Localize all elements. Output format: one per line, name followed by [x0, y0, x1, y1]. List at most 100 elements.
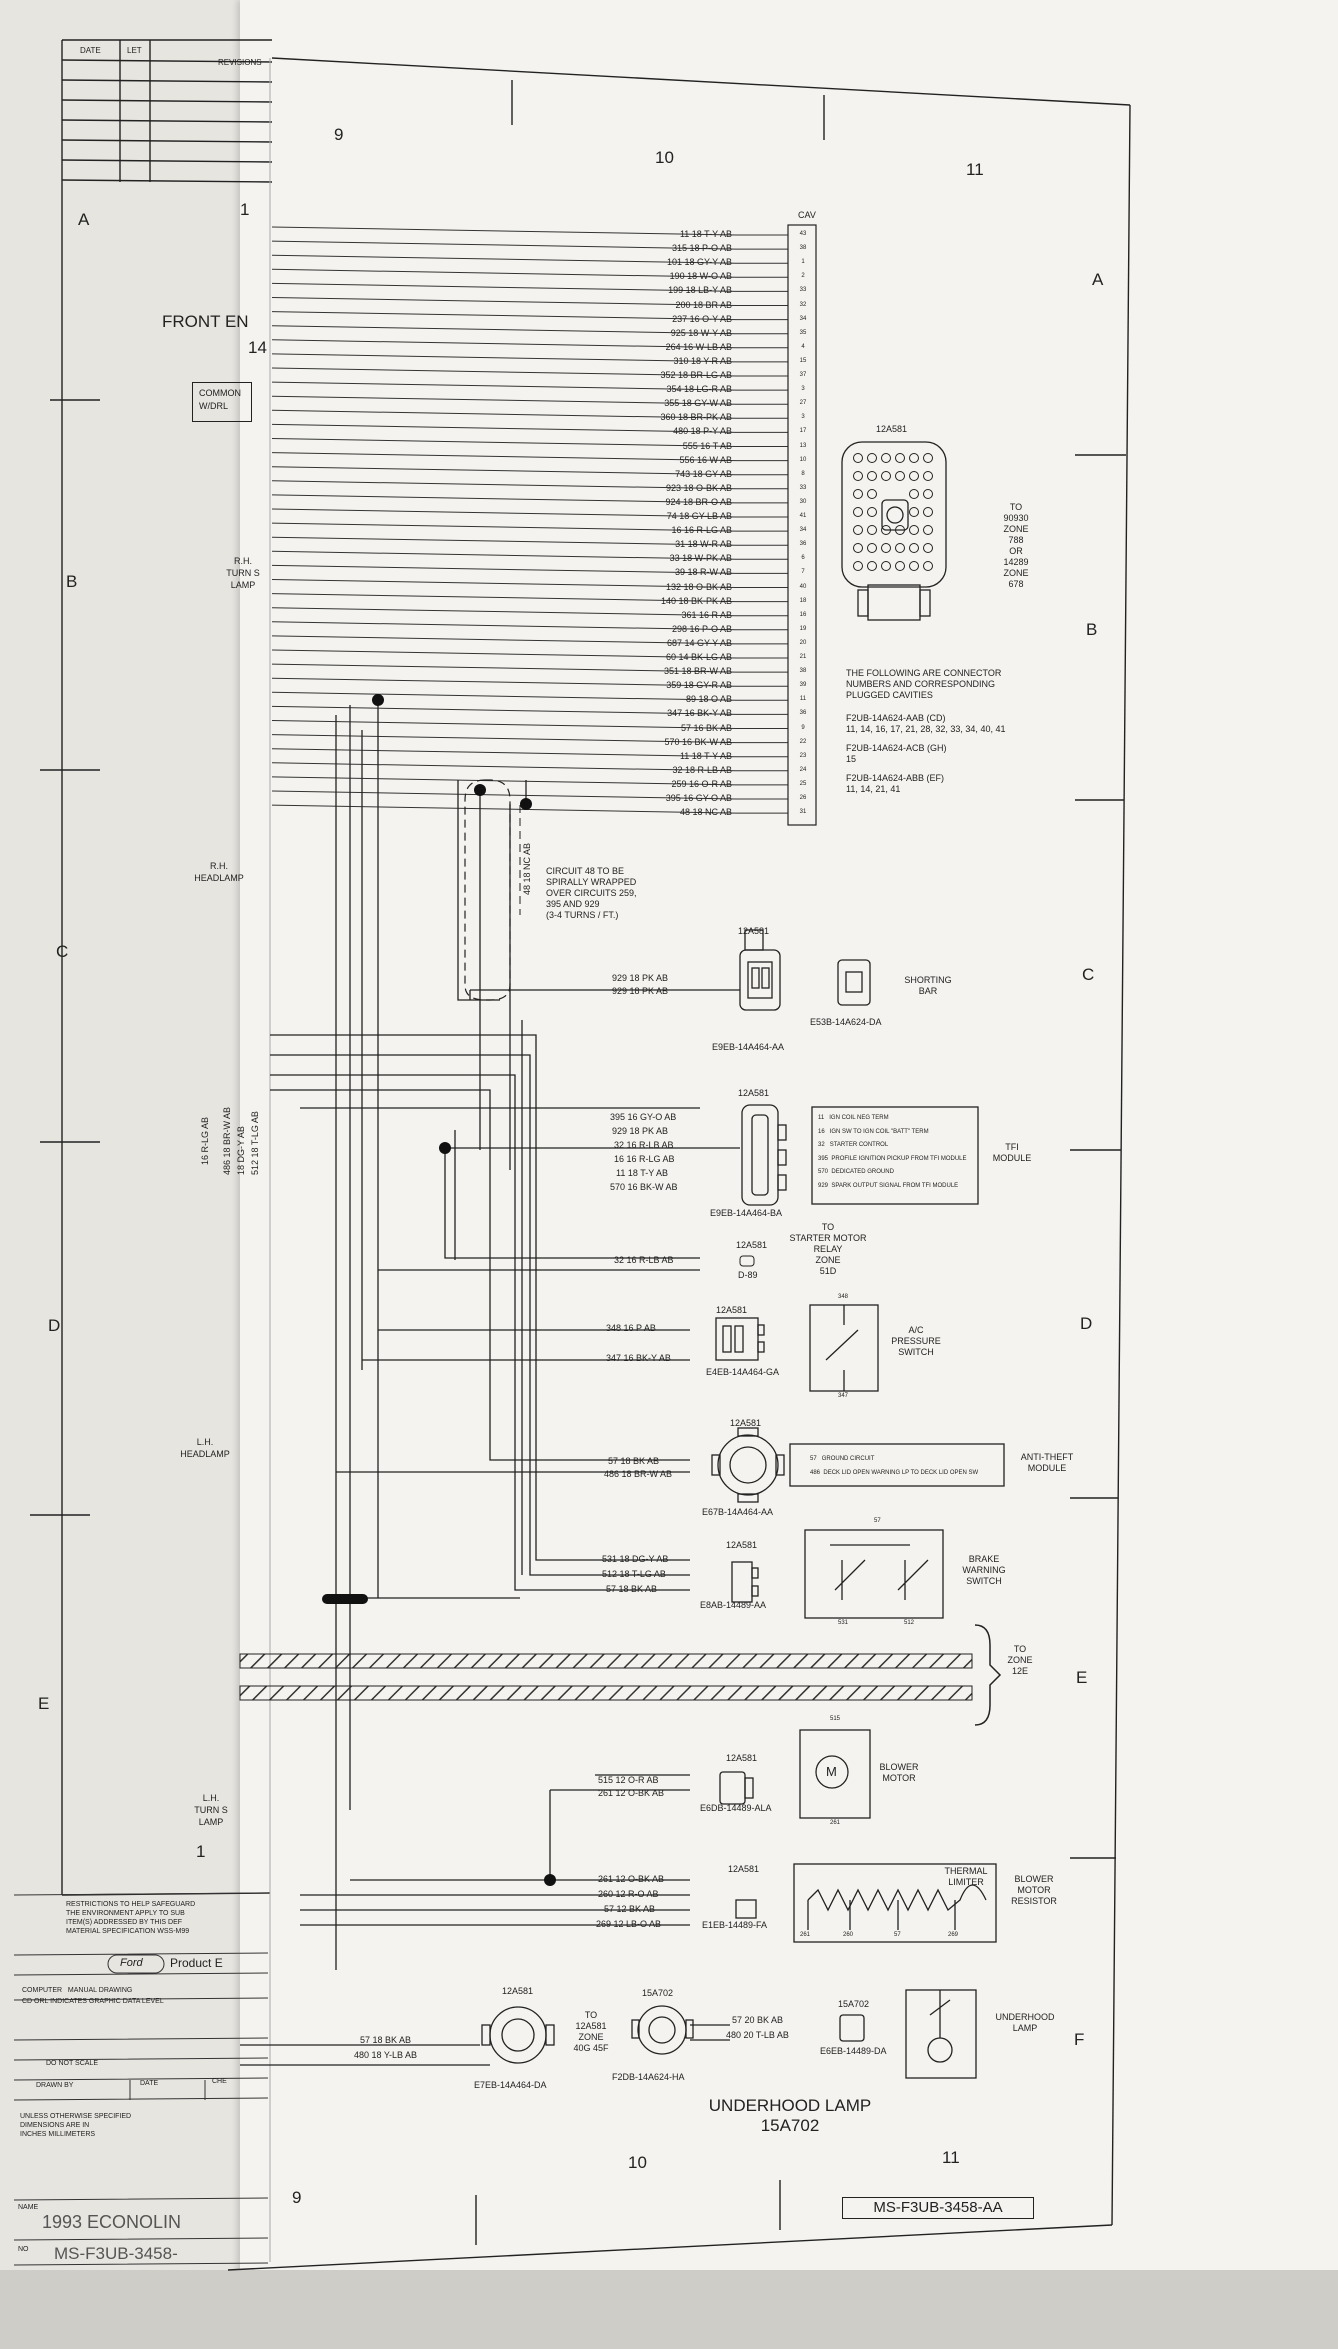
uh-w1: 57 20 BK AB [732, 2015, 784, 2025]
zone-12e: TO ZONE 12E [1000, 1644, 1040, 1677]
connector-pin [881, 471, 891, 481]
c48-3: OVER CIRCUITS 259, [546, 888, 637, 898]
wire-label: 924 18 BR-O AB [665, 496, 732, 507]
at-label: ANTI-THEFT MODULE [1012, 1452, 1082, 1474]
connector-pin [881, 453, 891, 463]
uh-to-3: ZONE [578, 2032, 604, 2042]
st-2: STARTER MOTOR [789, 1233, 867, 1243]
connector-pin [895, 525, 905, 535]
wire-label: 259 16 O-R AB [671, 778, 732, 789]
to-3: ZONE [1003, 524, 1029, 534]
tb-no: NO [18, 2246, 29, 2253]
cav-number: 27 [799, 400, 807, 407]
brake-l2: WARNING [962, 1565, 1006, 1575]
uh-c3: 15A702 [838, 1999, 870, 2009]
lh-turn-2: TURN S [194, 1805, 228, 1815]
conn-large-id: 12A581 [876, 424, 908, 434]
cav-number: 35 [799, 329, 807, 336]
common-label: COMMON [199, 388, 241, 398]
tb-title: 1993 ECONOLIN [42, 2212, 182, 2232]
wire-label: 298 16 P-O AB [671, 623, 732, 634]
wire-label: 395 16 GY-O AB [665, 793, 732, 803]
tfi-row: 570 DEDICATED GROUND [818, 1166, 978, 1180]
lh-headlamp-label: L.H. HEADLAMP [170, 1436, 240, 1460]
connector-pin [853, 507, 863, 517]
c48-4: 395 AND 929 [546, 899, 600, 909]
connector-pin [923, 561, 933, 571]
cav-number: 15 [799, 357, 807, 364]
tb-r3: ITEM(S) ADDRESSED BY THIS DEF [66, 1919, 183, 1926]
brake-id: 12A581 [726, 1540, 758, 1550]
rev-ltr: LET [127, 46, 142, 55]
conn-large-to: TO 90930 ZONE 788 OR 14289 ZONE 678 [996, 502, 1036, 590]
tb-number: MS-F3UB-3458- [54, 2244, 178, 2263]
cav-number: 26 [799, 795, 807, 801]
cav-number: 36 [799, 541, 807, 548]
vwire-3: 18 DG-Y AB [236, 1126, 246, 1175]
pn-p1v: 11, 14, 16, 17, 21, 28, 32, 33, 34, 40, … [846, 724, 1006, 734]
grid-right-row-e: E [1076, 1668, 1088, 1687]
wire-label: 237 16 O-Y AB [672, 313, 732, 324]
tb-date: DATE [140, 2080, 159, 2087]
blower-motor [719, 1729, 871, 1819]
blower-t2: 261 [830, 1820, 841, 1826]
front-end-label: FRONT EN [162, 312, 249, 331]
at-id: 12A581 [730, 1418, 762, 1428]
grid-left-row-c: C [56, 942, 69, 961]
connector-pin [923, 489, 933, 499]
connector-pin [923, 525, 933, 535]
z-1: TO [1013, 1644, 1027, 1654]
tb-r1: RESTRICTIONS TO HELP SAFEGUARD [66, 1901, 196, 1908]
cav-number: 38 [799, 245, 807, 252]
tfi-table: 11 IGN COIL NEG TERM 16 IGN SW TO IGN CO… [818, 1112, 978, 1193]
grid-left-row-d: D [48, 1316, 61, 1335]
connector-shorting [739, 929, 871, 1011]
nc-vertical: 48 18 NC AB [522, 842, 532, 895]
uh-lamp-label: UNDERHOOD LAMP [992, 2012, 1058, 2034]
connector-pin [923, 507, 933, 517]
brake-t2: 531 [838, 1620, 849, 1626]
cav-number: 38 [799, 668, 807, 675]
uh-c2part: F2DB-14A624-HA [612, 2072, 685, 2082]
cav-number: 25 [799, 780, 807, 787]
cav-number: 40 [799, 583, 807, 590]
blower-w2: 261 12 O-BK AB [598, 1788, 665, 1798]
c48-1: CIRCUIT 48 TO BE [546, 866, 625, 876]
starter-id: 12A581 [736, 1240, 768, 1250]
connector-tfi [741, 1104, 979, 1206]
res-w3: 57 12 BK AB [604, 1904, 656, 1914]
grid-bcol-11: 11 [942, 2148, 960, 2167]
wire-label: 360 18 BR-PK AB [660, 412, 732, 423]
splice-bar [322, 1594, 368, 1604]
res-part: E1EB-14489-FA [702, 1920, 768, 1930]
tfi-row: 11 IGN COIL NEG TERM [818, 1112, 978, 1126]
grid-left-row-b: B [66, 572, 78, 591]
tfi-w-0: 395 16 GY-O AB [610, 1112, 677, 1122]
cav-number: 22 [799, 738, 807, 745]
grid-right-row-a: A [1092, 270, 1104, 289]
uh-w2: 480 20 T-LB AB [726, 2030, 789, 2040]
st-1: TO [821, 1222, 835, 1232]
brake-t3: 512 [904, 1620, 915, 1626]
to-1: TO [1009, 502, 1023, 512]
to-5: OR [1009, 546, 1023, 556]
tfi-n: 929 [818, 1182, 829, 1189]
title-block [13, 1892, 269, 2266]
wire-label: 315 18 P-O AB [671, 243, 732, 254]
connector-pin [881, 543, 891, 553]
wire-label: 743 18 GY AB [675, 468, 732, 479]
uh-title-2: 15A702 [760, 2116, 820, 2135]
z-3: 12E [1011, 1666, 1028, 1676]
sb-1: SHORTING [904, 975, 952, 985]
st-3: RELAY [813, 1244, 843, 1254]
connector-starter [739, 1255, 755, 1267]
wire-label: 264 16 W-LB AB [665, 341, 732, 352]
wire-label: 351 18 BR-W AB [663, 666, 732, 677]
at-part: E67B-14A464-AA [702, 1507, 774, 1517]
brake-warning-switch [731, 1529, 944, 1619]
pn-1: THE FOLLOWING ARE CONNECTOR [846, 668, 1002, 678]
connector-pin [909, 507, 919, 517]
tfi-w-1: 929 18 PK AB [612, 1126, 669, 1136]
tfi-l1: TFI [1005, 1142, 1019, 1152]
